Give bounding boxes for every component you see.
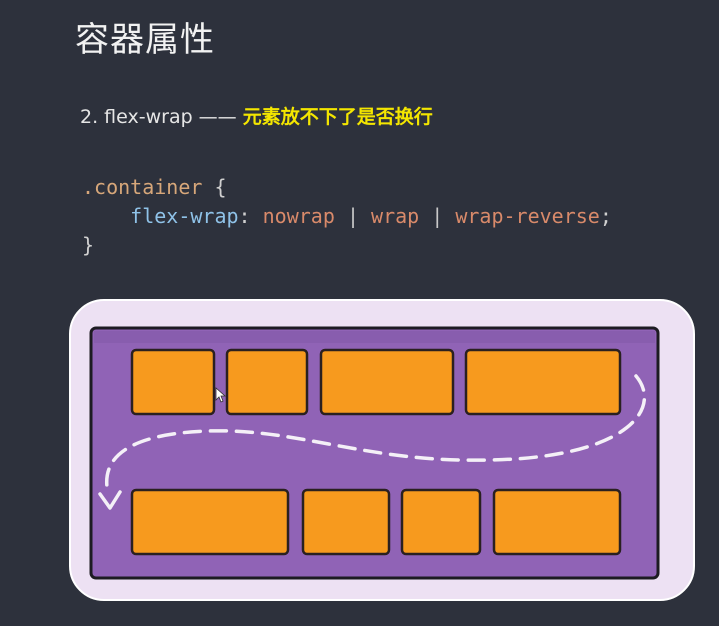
code-block: .container { flex-wrap: nowrap | wrap | … [82, 173, 612, 260]
code-value-wrap: wrap [371, 204, 420, 228]
flex-wrap-illustration [69, 299, 695, 601]
code-value-nowrap: nowrap [262, 204, 335, 228]
code-value-wrap-reverse: wrap-reverse [455, 204, 600, 228]
subtitle-highlight: 元素放不下了是否换行 [242, 106, 433, 128]
code-property: flex-wrap [130, 204, 239, 228]
flex-item [319, 348, 455, 416]
flex-item [492, 488, 622, 556]
subtitle: 2. flex-wrap —— 元素放不下了是否换行 [80, 102, 433, 129]
flex-item [400, 488, 482, 556]
wrap-arrow-path [104, 374, 647, 495]
row-2 [130, 488, 622, 556]
mouse-cursor-icon [215, 387, 227, 403]
code-semicolon: ; [599, 204, 612, 228]
subtitle-prefix: 2. flex-wrap —— [80, 106, 243, 128]
code-selector: .container [82, 175, 203, 199]
flex-item [130, 488, 290, 556]
code-colon: : [238, 204, 251, 228]
slide-title: 容器属性 [75, 20, 215, 60]
flex-item [225, 348, 309, 416]
code-line-1: .container { [82, 173, 612, 202]
code-line-2: flex-wrap: nowrap | wrap | wrap-reverse; [82, 202, 612, 231]
row-1 [130, 348, 622, 416]
wrap-arrow-head [98, 490, 122, 510]
code-separator: | [431, 204, 444, 228]
code-line-3: } [82, 231, 612, 260]
code-open-brace: { [214, 175, 227, 199]
flex-item [301, 488, 391, 556]
code-close-brace: } [82, 233, 95, 257]
code-separator: | [346, 204, 359, 228]
flex-item [464, 348, 622, 416]
flex-container-top-shade [94, 331, 655, 343]
flex-item [130, 348, 216, 416]
